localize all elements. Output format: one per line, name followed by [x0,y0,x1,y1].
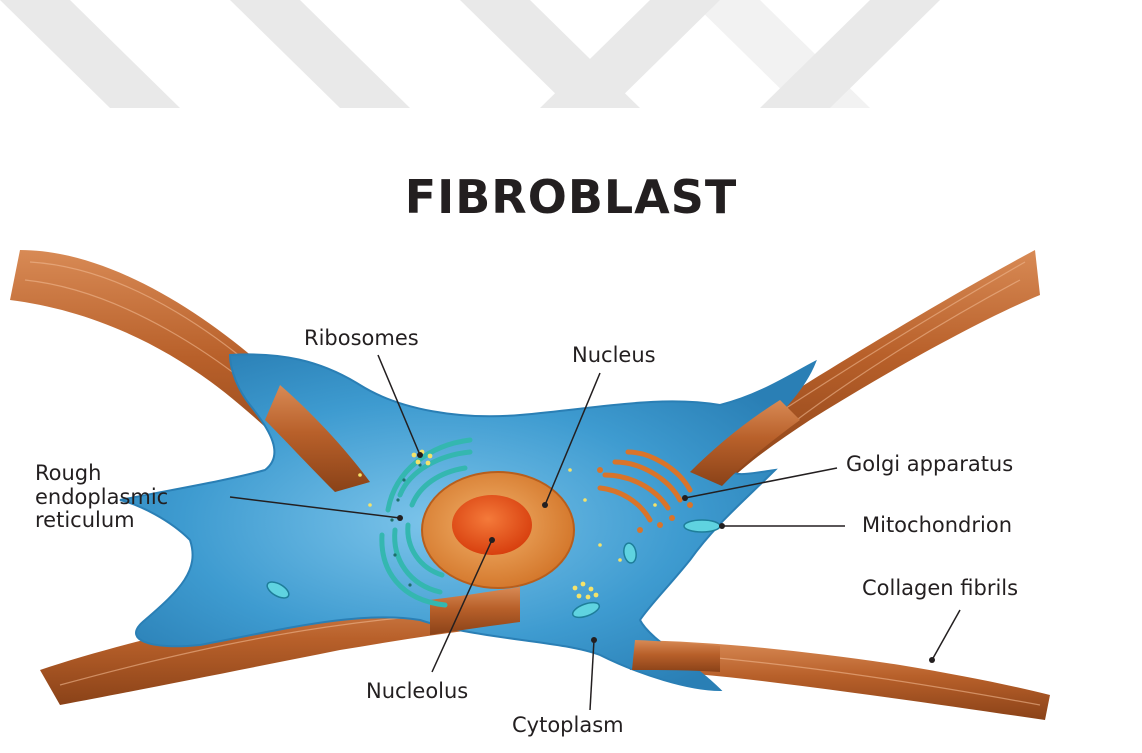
label-golgi: Golgi apparatus [846,453,1013,477]
label-nucleus: Nucleus [572,344,656,368]
label-mitochondrion: Mitochondrion [862,514,1012,538]
label-ribosomes: Ribosomes [304,327,419,351]
diagram-title: FIBROBLAST [0,170,1142,224]
label-collagen-fibrils: Collagen fibrils [862,577,1018,601]
label-cytoplasm: Cytoplasm [512,714,624,738]
label-rough-er-line1: Rough [35,462,168,486]
label-rough-er-line3: reticulum [35,509,168,533]
label-nucleolus: Nucleolus [366,680,468,704]
banner-stripes [0,0,940,108]
label-rough-er-line2: endoplasmic [35,486,168,510]
label-rough-er: Rough endoplasmic reticulum [35,462,168,533]
